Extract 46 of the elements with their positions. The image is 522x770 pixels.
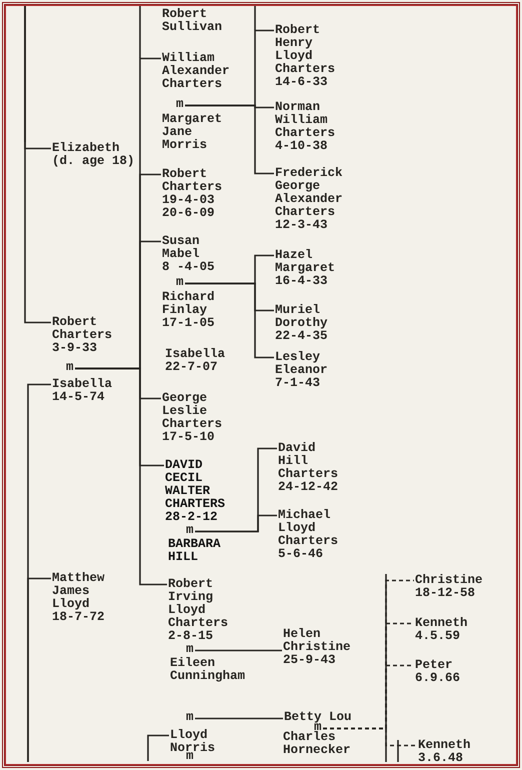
person-name: Betty Lou	[284, 711, 434, 724]
person-name: Elizabeth (d. age 18)	[52, 142, 134, 168]
person-name: Hazel Margaret 16-4-33	[275, 249, 336, 288]
tree-connector	[323, 728, 417, 746]
person-name: Matthew James Lloyd 18-7-72	[52, 572, 105, 624]
marriage-mark: m	[176, 99, 184, 110]
person-name: Robert Henry Lloyd Charters 14-6-33	[275, 24, 336, 89]
tree-connector	[75, 368, 167, 586]
person-name: DAVID CECIL WALTER CHARTERS 28-2-12	[165, 459, 226, 524]
marriage-mark: m	[186, 525, 194, 536]
person-name: Christine 18-12-58	[415, 574, 483, 600]
tree-connector	[195, 650, 282, 652]
person-name: BARBARA HILL	[168, 538, 221, 564]
person-name: Frederick George Alexander Charters 12-3-43	[275, 167, 343, 232]
marriage-mark: m	[176, 277, 184, 288]
person-name: Michael Lloyd Charters 5-6-46	[278, 509, 338, 561]
person-name: Muriel Dorothy 22-4-35	[275, 304, 328, 343]
tree-connector	[195, 718, 283, 720]
person-name: David Hill Charters 24-12-42	[278, 442, 338, 494]
tree-connector	[195, 514, 277, 532]
tree-connector	[147, 734, 169, 761]
person-name: m	[186, 750, 194, 763]
tree-connector	[185, 104, 274, 174]
person-name: Robert Charters 3-9-33	[52, 316, 112, 355]
marriage-mark: m	[66, 362, 74, 373]
person-name: Charles Hornecker	[283, 731, 351, 757]
person-name: Isabella 22-7-07	[165, 348, 226, 374]
person-name: Robert Sullivan	[162, 8, 222, 34]
person-name: Kenneth 4.5.59	[415, 617, 468, 643]
person-name: Kenneth 3.6.48	[418, 739, 471, 765]
person-name: Margaret Jane Morris	[162, 113, 222, 152]
marriage-mark: m	[186, 712, 194, 723]
tree-connector	[185, 282, 274, 358]
person-name: Eileen Cunningham	[170, 657, 246, 683]
person-name: Norman William Charters 4-10-38	[275, 101, 335, 153]
person-name: Robert Charters 19-4-03 20-6-09	[162, 168, 222, 220]
person-name: Lesley Eleanor 7-1-43	[275, 351, 328, 390]
person-name: Peter 6.9.66	[415, 659, 460, 685]
person-name: George Leslie Charters 17-5-10	[162, 392, 222, 444]
marriage-mark: m	[186, 644, 194, 655]
person-name: William Alexander Charters	[162, 52, 230, 91]
person-name: Helen Christine 25-9-43	[283, 628, 351, 667]
tree-connector	[24, 6, 51, 324]
person-name: Richard Finlay 17-1-05	[162, 291, 215, 330]
tree-connector	[27, 578, 51, 762]
person-name: Isabella 14-5-74	[52, 378, 112, 404]
